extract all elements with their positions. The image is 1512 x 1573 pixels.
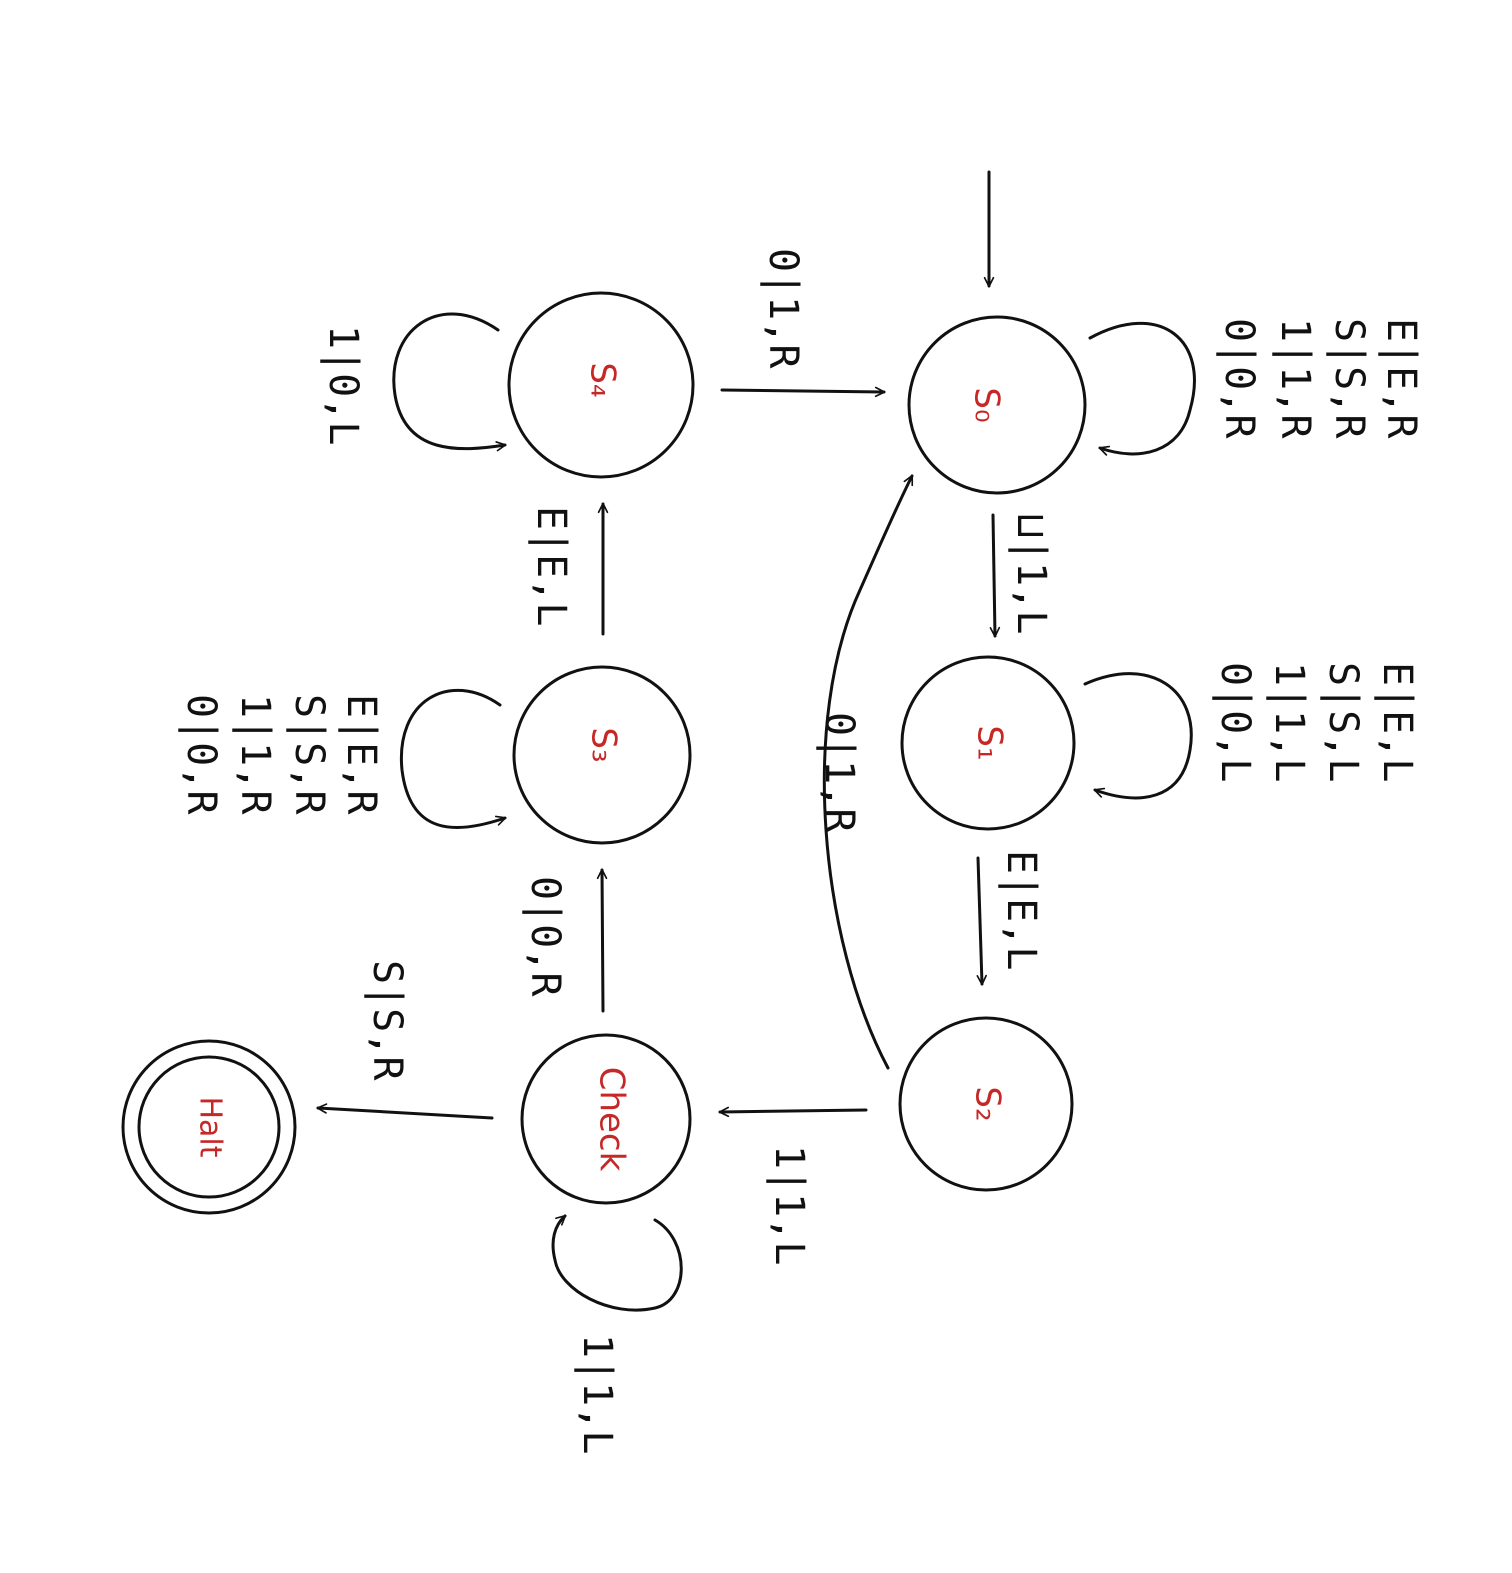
edge-s2-s0 <box>822 476 914 1070</box>
state-check: Check <box>520 1033 692 1205</box>
s0-loop-label-1: E|E,R <box>1378 318 1424 439</box>
check-self-loop <box>551 1216 683 1312</box>
state-s4-label: S₄ <box>583 362 623 397</box>
s3-loop-labels: E|E,R S|S,R 1|1,R 0|0,R <box>178 694 384 815</box>
s0-loop-label-3: 1|1,R <box>1272 318 1318 439</box>
s1-loop-label-2: S|S,L <box>1320 662 1366 782</box>
s0-self-loop <box>1088 321 1196 454</box>
state-s1-label: S₁ <box>970 725 1010 760</box>
state-halt-label: Halt <box>193 1096 228 1157</box>
s4-self-loop <box>392 312 505 449</box>
edge-check-s3 <box>602 870 603 1013</box>
s3-loop-label-4: 0|0,R <box>178 694 224 815</box>
s1-loop-label-3: 1|1,L <box>1266 662 1312 782</box>
edge-s0-s1 <box>993 513 995 636</box>
edge-check-halt <box>318 1108 494 1120</box>
state-check-label: Check <box>592 1067 632 1172</box>
s0-loop-labels: E|E,R S|S,R 1|1,R 0|0,R <box>1216 318 1424 439</box>
state-s4: S₄ <box>507 291 695 479</box>
s1-s2-label: E|E,L <box>998 850 1044 970</box>
s4-s0-label: 0|1,R <box>760 248 806 369</box>
s1-self-loop <box>1083 672 1193 800</box>
s1-loop-labels: E|E,L S|S,L 1|1,L 0|0,L <box>1212 662 1420 782</box>
s1-loop-label-4: 0|0,L <box>1212 662 1258 782</box>
s0-s1-label: ⊔|1,L <box>1008 514 1054 634</box>
state-halt: Halt <box>121 1039 297 1215</box>
state-s0-label: S₀ <box>967 387 1007 422</box>
s0-loop-label-4: 0|0,R <box>1216 318 1262 439</box>
s3-loop-label-1: E|E,R <box>338 694 384 815</box>
s3-loop-label-2: S|S,R <box>286 694 332 815</box>
s3-self-loop <box>399 688 505 829</box>
check-halt-label: S|S,R <box>364 960 410 1081</box>
state-s1: S₁ <box>900 655 1076 831</box>
s1-loop-label-1: E|E,L <box>1374 662 1420 782</box>
edge-s2-check <box>720 1110 868 1112</box>
state-s3-label: S₃ <box>584 727 624 762</box>
state-s2-label: S₂ <box>968 1086 1008 1121</box>
check-s3-label: 0|0,R <box>522 876 568 997</box>
s0-loop-label-2: S|S,R <box>1326 318 1372 439</box>
edge-s1-s2 <box>976 856 982 984</box>
state-s3: S₃ <box>512 665 692 845</box>
s3-loop-label-3: 1|1,R <box>232 694 278 815</box>
check-loop-label: 1|1,L <box>574 1334 620 1454</box>
state-s2: S₂ <box>898 1016 1074 1192</box>
s2-check-label: 1|1,L <box>766 1145 812 1265</box>
state-s0: S₀ <box>907 315 1087 495</box>
s4-loop-label: 1|0,L <box>320 325 366 445</box>
s2-s0-label: 0|1,R <box>816 712 862 833</box>
edge-s4-s0 <box>720 390 884 392</box>
s3-s4-label: E|E,L <box>528 506 574 626</box>
